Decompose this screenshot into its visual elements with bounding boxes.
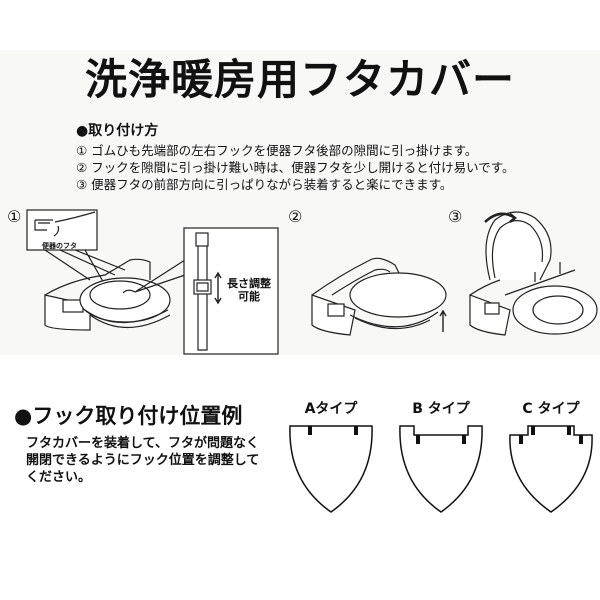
type-a-diagram: Aタイプ — [276, 400, 386, 517]
hook-position-heading: ●フック取り付け位置例 — [14, 404, 243, 428]
figure-2-number: ② — [288, 207, 303, 226]
type-b-label: B タイプ — [412, 401, 470, 417]
installation-step-3: ③ 便器フタの前部方向に引っぱりながら装着すると楽にできます。 — [76, 177, 453, 192]
figure-2-illustration — [280, 200, 450, 360]
figure-3-number: ③ — [448, 207, 463, 226]
figure-1-strap-label: 長さ調整 可能 — [224, 277, 274, 303]
strap-label-line-1: 長さ調整 — [227, 277, 271, 290]
type-a-label: Aタイプ — [304, 401, 358, 417]
installation-step-1: ① ゴムひも先端部の左右フックを便器フタ後部の隙間に引っ掛けます。 — [76, 143, 478, 158]
type-c-diagram: C タイプ — [496, 400, 600, 517]
installation-step-2: ② フックを隙間に引っ掛け難い時は、便器フタを少し開けると付け易いです。 — [76, 160, 515, 175]
figure-3-illustration — [460, 200, 600, 360]
figure-1-illustration — [0, 200, 280, 360]
hook-position-description: フタカバーを装着して、フタが問題なく開閉できるようにフック位置を調整してください… — [26, 436, 260, 485]
strap-label-line-2: 可能 — [238, 290, 260, 303]
figure-1-number: ① — [7, 207, 22, 226]
type-b-diagram: B タイプ — [386, 400, 496, 517]
installation-heading: ●取り付け方 — [76, 123, 159, 139]
page-title: 洗浄暖房用フタカバー — [84, 55, 515, 104]
figure-1-inset-label: 便器のフタ — [42, 242, 77, 250]
type-c-label: C タイプ — [522, 401, 580, 417]
